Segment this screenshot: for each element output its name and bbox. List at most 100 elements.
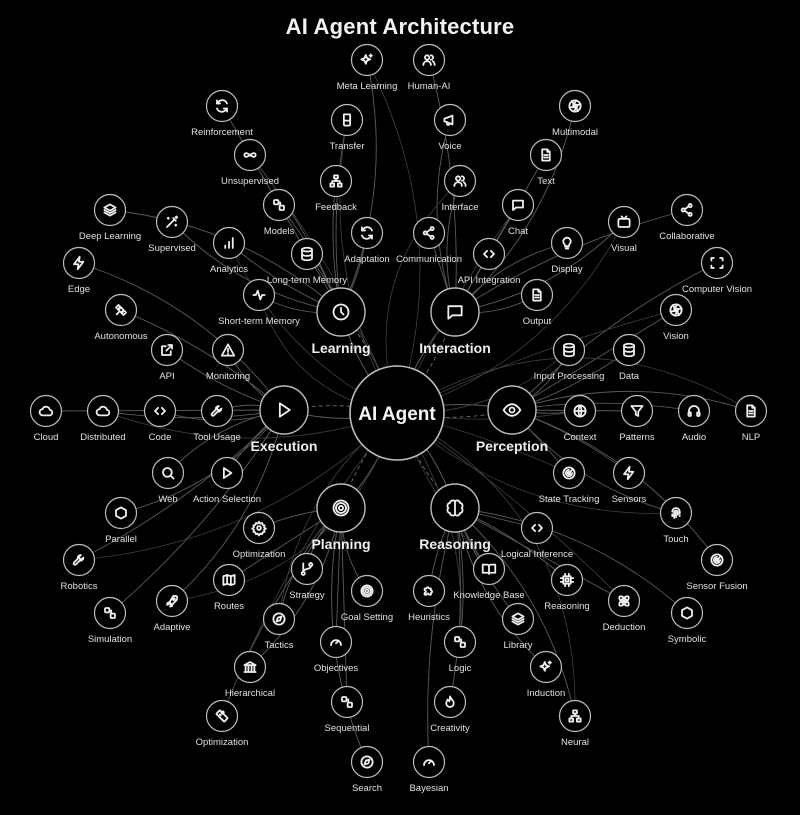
node-label: Context — [564, 432, 597, 443]
node-audio[interactable]: Audio — [677, 394, 711, 444]
node-interface[interactable]: Interface — [442, 164, 479, 214]
node-input-processing[interactable]: Input Processing — [534, 333, 605, 383]
node-vision[interactable]: Vision — [659, 293, 693, 343]
code-icon — [483, 249, 495, 259]
compass-icon — [360, 755, 374, 769]
eye-icon — [502, 403, 522, 417]
node-sensor-fusion[interactable]: Sensor Fusion — [686, 543, 748, 593]
boxes-icon — [341, 696, 353, 708]
hub-perception[interactable]: Perception — [476, 385, 548, 454]
node-edge — [511, 262, 718, 411]
node-multimodal[interactable]: Multimodal — [552, 89, 598, 139]
node-output[interactable]: Output — [520, 278, 554, 328]
node-knowledge-base[interactable]: Knowledge Base — [453, 552, 525, 602]
node-long-term-memory[interactable]: Long-term Memory — [267, 237, 347, 287]
node-collaborative[interactable]: Collaborative — [659, 193, 715, 243]
node-transfer[interactable]: Transfer — [329, 103, 365, 153]
node-patterns[interactable]: Patterns — [619, 394, 655, 444]
node-text[interactable]: Text — [529, 138, 563, 188]
node-induction[interactable]: Induction — [527, 650, 566, 700]
node-strategy[interactable]: Strategy — [289, 552, 325, 602]
node-optimization[interactable]: Optimization — [196, 699, 249, 749]
node-sensors[interactable]: Sensors — [612, 456, 647, 506]
node-logic[interactable]: Logic — [443, 625, 477, 675]
node-edge[interactable]: Edge — [62, 246, 96, 296]
hub-planning[interactable]: Planning — [311, 483, 371, 552]
node-label: Collaborative — [659, 231, 714, 242]
node-api-integration[interactable]: API Integration — [458, 237, 521, 287]
hub-learning[interactable]: Learning — [311, 287, 371, 356]
hub-label: Planning — [311, 536, 370, 552]
node-adaptive[interactable]: Adaptive — [154, 584, 191, 634]
node-adaptation[interactable]: Adaptation — [344, 216, 390, 266]
node-visual[interactable]: Visual — [607, 205, 641, 255]
node-label: Visual — [611, 243, 637, 254]
hub-interaction[interactable]: Interaction — [419, 287, 491, 356]
hub-execution[interactable]: Execution — [251, 385, 318, 454]
node-tool-usage[interactable]: Tool Usage — [193, 394, 241, 444]
node-meta-learning[interactable]: Meta Learning — [337, 43, 398, 93]
node-api[interactable]: API — [150, 333, 184, 383]
node-heuristics[interactable]: Heuristics — [408, 574, 450, 624]
node-edge — [454, 507, 576, 717]
node-voice[interactable]: Voice — [433, 103, 467, 153]
node-neural[interactable]: Neural — [558, 699, 592, 749]
code-icon — [531, 523, 543, 533]
node-computer-vision[interactable]: Computer Vision — [682, 246, 752, 296]
node-cloud[interactable]: Cloud — [29, 394, 63, 444]
node-autonomous[interactable]: Autonomous — [94, 293, 148, 343]
node-tactics[interactable]: Tactics — [262, 602, 296, 652]
node-deduction[interactable]: Deduction — [603, 584, 646, 634]
globe-icon — [573, 404, 587, 418]
node-bayesian[interactable]: Bayesian — [409, 745, 449, 795]
node-goal-setting[interactable]: Goal Setting — [341, 574, 393, 624]
node-optimization[interactable]: Optimization — [233, 511, 286, 561]
node-creativity[interactable]: Creativity — [430, 685, 470, 735]
node-distributed[interactable]: Distributed — [80, 394, 126, 444]
node-label: Supervised — [148, 243, 196, 254]
node-chat[interactable]: Chat — [501, 188, 535, 238]
node-supervised[interactable]: Supervised — [148, 205, 196, 255]
hub-reasoning[interactable]: Reasoning — [419, 483, 491, 552]
node-context[interactable]: Context — [564, 394, 597, 444]
node-routes[interactable]: Routes — [212, 563, 246, 613]
node-robotics[interactable]: Robotics — [61, 543, 98, 593]
node-feedback[interactable]: Feedback — [315, 164, 357, 214]
node-human-ai[interactable]: Human-AI — [408, 43, 451, 93]
node-hierarchical[interactable]: Hierarchical — [225, 650, 275, 700]
node-models[interactable]: Models — [262, 188, 296, 238]
node-reasoning[interactable]: Reasoning — [544, 563, 590, 613]
node-search[interactable]: Search — [350, 745, 384, 795]
node-deep-learning[interactable]: Deep Learning — [79, 193, 141, 243]
node-communication[interactable]: Communication — [396, 216, 462, 266]
node-edge — [511, 390, 752, 412]
node-label: Models — [264, 226, 295, 237]
node-label: Sensors — [612, 494, 647, 505]
node-sequential[interactable]: Sequential — [325, 685, 370, 735]
node-action-selection[interactable]: Action Selection — [193, 456, 261, 506]
network-icon — [329, 174, 343, 188]
node-analytics[interactable]: Analytics — [210, 226, 248, 276]
node-library[interactable]: Library — [501, 602, 535, 652]
database-icon — [301, 246, 313, 262]
node-web[interactable]: Web — [151, 456, 185, 506]
node-data[interactable]: Data — [612, 333, 646, 383]
node-code[interactable]: Code — [143, 394, 177, 444]
node-parallel[interactable]: Parallel — [104, 496, 138, 546]
node-symbolic[interactable]: Symbolic — [668, 596, 707, 646]
node-monitoring[interactable]: Monitoring — [206, 333, 250, 383]
node-label: Input Processing — [534, 371, 605, 382]
node-display[interactable]: Display — [550, 226, 584, 276]
node-reinforcement[interactable]: Reinforcement — [191, 89, 253, 139]
center-node-ai-agent[interactable]: AI Agent — [349, 365, 445, 461]
node-touch[interactable]: Touch — [659, 496, 693, 546]
node-label: Communication — [396, 254, 462, 265]
node-short-term-memory[interactable]: Short-term Memory — [218, 278, 300, 328]
node-logical-inference[interactable]: Logical Inference — [501, 511, 573, 561]
node-state-tracking[interactable]: State Tracking — [539, 456, 600, 506]
node-objectives[interactable]: Objectives — [314, 625, 359, 675]
node-nlp[interactable]: NLP — [734, 394, 768, 444]
node-simulation[interactable]: Simulation — [88, 596, 132, 646]
node-unsupervised[interactable]: Unsupervised — [221, 138, 279, 188]
